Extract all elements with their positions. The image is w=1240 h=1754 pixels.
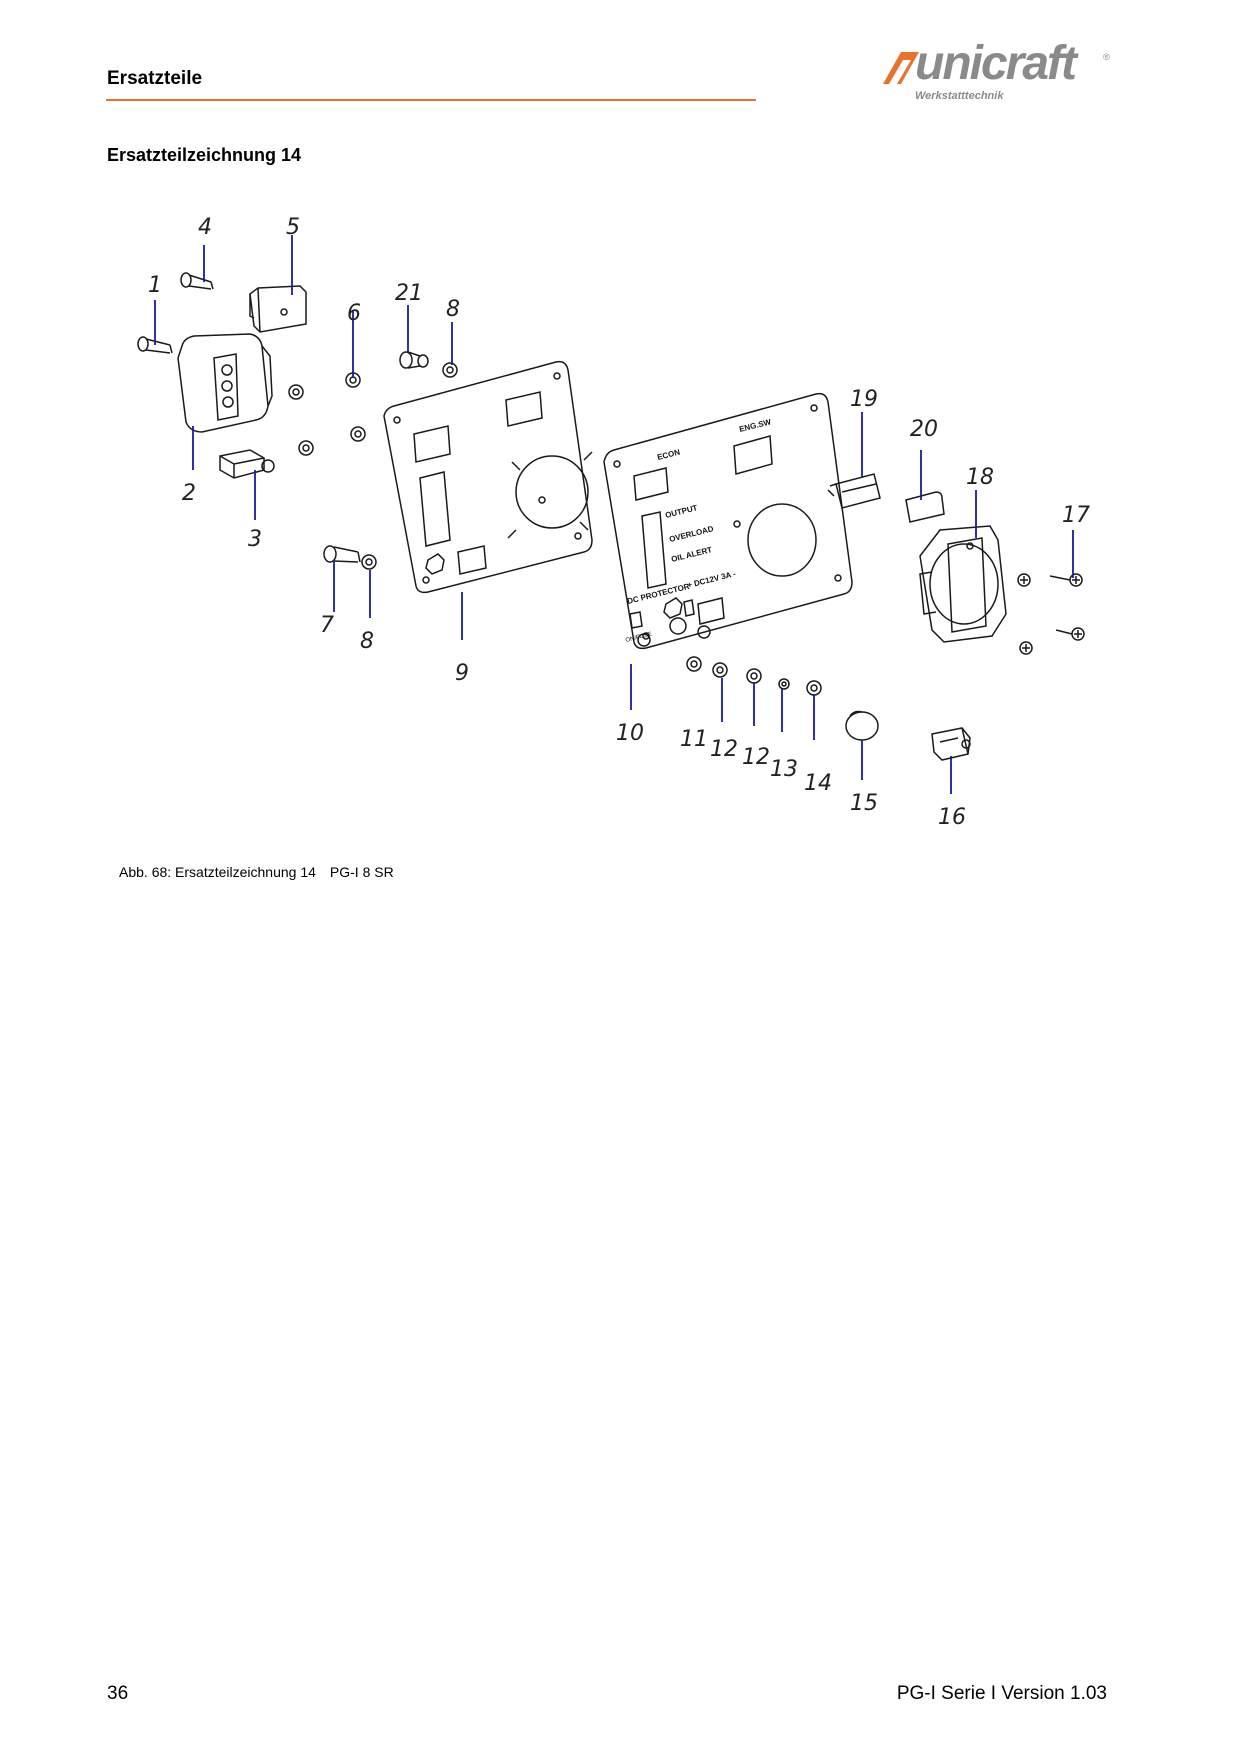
screw-part-4 <box>180 272 214 290</box>
part-label: 2 <box>182 481 196 506</box>
part-label: 10 <box>616 721 644 746</box>
cap-part-15 <box>845 710 879 741</box>
panel-text-engine-sw: ENG.SW <box>738 417 772 434</box>
part-label: 3 <box>248 527 262 552</box>
front-panel-part-9 <box>383 360 593 594</box>
part-label: 12 <box>742 745 770 770</box>
part-label: 8 <box>446 297 460 322</box>
panel-text-overload: OVERLOAD <box>668 524 714 544</box>
part-label: 20 <box>910 417 938 442</box>
part-label: 18 <box>966 465 994 490</box>
part-label: 7 <box>320 613 334 638</box>
panel-text-econ: ECON <box>656 448 681 462</box>
unicraft-logo: unicraft ® Werkstatttechnik <box>875 37 1115 106</box>
part-label: 4 <box>198 215 212 240</box>
part-label: 21 <box>395 281 423 306</box>
document-version: PG-I Serie I Version 1.03 <box>896 1683 1107 1704</box>
socket-housing-part-2 <box>177 333 273 433</box>
part-label: 9 <box>455 661 469 686</box>
washer-parts-6 <box>288 372 366 456</box>
panel-text-output: OUTPUT <box>664 503 698 520</box>
logo-registered: ® <box>1103 52 1110 62</box>
header-title: Ersatzteile <box>107 68 203 89</box>
logo-subtitle: Werkstatttechnik <box>915 90 1004 102</box>
part-label: 15 <box>850 791 878 816</box>
knob-part-21 <box>399 351 429 369</box>
rocker-switch-part-19 <box>827 473 881 509</box>
screws-part-17 <box>1017 573 1085 655</box>
part-label: 5 <box>286 215 300 240</box>
header-divider <box>106 99 756 101</box>
part-labels: 1 2 3 4 5 6 7 8 8 9 10 11 12 12 13 14 15… <box>148 215 1090 830</box>
ac-socket-part-18 <box>919 525 1007 643</box>
panel-text-oil-alert: OIL ALERT <box>670 545 713 564</box>
part-label: 6 <box>347 301 361 326</box>
panel-text-dc-rating: + DC12V 3A - <box>686 569 737 590</box>
bolt-part-7 <box>323 545 361 563</box>
part-label: 19 <box>850 387 878 412</box>
switch-part-3 <box>219 449 275 479</box>
part-label: 12 <box>710 737 738 762</box>
section-title: Ersatzteilzeichnung 14 <box>107 145 302 165</box>
bracket-part-5 <box>249 285 307 333</box>
part-label: 11 <box>680 727 708 752</box>
part-label: 13 <box>770 757 798 782</box>
part-label: 16 <box>938 805 966 830</box>
parts-drawing-svg: 1 2 3 4 5 6 7 8 8 9 10 11 12 12 13 14 15… <box>137 215 1090 830</box>
screw-part-1 <box>137 336 173 354</box>
control-panel-part-10 <box>603 392 853 650</box>
part-label: 17 <box>1062 503 1090 528</box>
logo-mark-icon <box>883 52 919 84</box>
logo-wordmark: unicraft <box>915 37 1077 90</box>
part-label: 8 <box>360 629 374 654</box>
figure-caption: Abb. 68: Ersatzteilzeichnung 14 PG-I 8 SR <box>119 864 394 880</box>
caption-model: PG-I 8 SR <box>329 864 394 880</box>
dc-socket-part-16 <box>931 727 971 761</box>
part-label: 1 <box>148 273 162 298</box>
switch-cover-part-20 <box>905 491 945 523</box>
page-number: 36 <box>107 1683 129 1704</box>
nut-parts-11-14 <box>686 656 822 696</box>
caption-label: Abb. 68: Ersatzteilzeichnung 14 <box>119 864 316 880</box>
part-label: 14 <box>804 771 832 796</box>
exploded-parts-drawing: 1 2 3 4 5 6 7 8 8 9 10 11 12 12 13 14 15… <box>110 200 1130 845</box>
